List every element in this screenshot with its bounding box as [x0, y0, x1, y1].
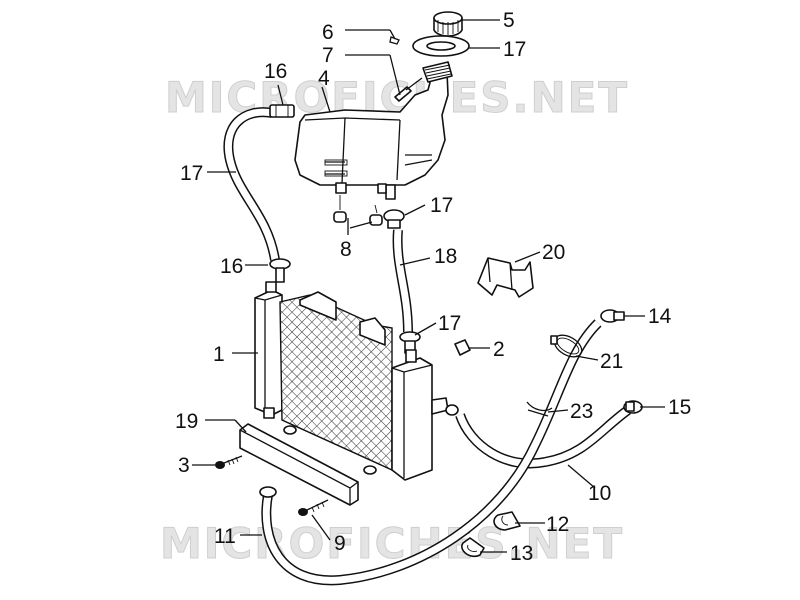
callout-10: 10 — [588, 482, 611, 505]
hose-20 — [392, 229, 413, 333]
bolt-9 — [298, 499, 329, 516]
clamp-25 — [526, 401, 553, 417]
callout-3: 3 — [178, 454, 190, 477]
callout-18: 17 — [180, 162, 203, 185]
callout-6: 6 — [322, 21, 334, 44]
callout-2: 2 — [493, 338, 505, 361]
clamp-24 — [550, 334, 583, 358]
gasket-19 — [412, 35, 470, 57]
callout-4: 4 — [318, 67, 330, 90]
bolt-3 — [215, 455, 243, 469]
radiator-1 — [254, 281, 459, 481]
callout-17-top: 17 — [430, 194, 453, 217]
callout-23: 20 — [542, 241, 565, 264]
hose-11 — [261, 319, 602, 586]
clamp-hose-11 — [259, 486, 277, 498]
callout-17-mid: 17 — [438, 312, 461, 335]
hose-10 — [455, 405, 631, 469]
callout-9: 9 — [334, 532, 346, 555]
callout-16-mid: 16 — [220, 255, 243, 278]
clamp-14 — [600, 309, 625, 323]
cage-nut-2 — [454, 339, 471, 356]
callout-14: 14 — [648, 305, 672, 328]
clip-13 — [461, 537, 485, 558]
expansion-tank-4 — [294, 61, 453, 200]
clamp-16-mid — [269, 258, 291, 283]
callout-25: 23 — [570, 400, 593, 423]
callout-labels: 5 17 6 7 4 16 17 17 8 16 18 20 1 17 2 14… — [175, 9, 691, 565]
cap-5 — [433, 11, 463, 37]
bracket-21 — [239, 423, 359, 506]
bracket-23 — [477, 257, 534, 298]
callout-5: 5 — [503, 9, 515, 32]
callout-24: 21 — [600, 350, 623, 373]
watermark-bottom: MICROFICHES.NET — [160, 519, 624, 568]
callout-11: 11 — [214, 525, 236, 548]
hose-18 — [223, 107, 280, 261]
callout-21: 19 — [175, 410, 198, 433]
leader-lines — [192, 19, 665, 553]
clamp-17-top — [383, 209, 405, 229]
callout-12: 12 — [546, 513, 569, 536]
callout-16-top: 16 — [264, 60, 287, 83]
clip-6 — [389, 36, 400, 45]
callout-8: 8 — [340, 238, 352, 261]
clip-8 — [333, 195, 383, 226]
callout-13: 13 — [510, 542, 533, 565]
callout-20: 18 — [434, 245, 457, 268]
clamp-15 — [623, 400, 643, 414]
callout-19: 17 — [503, 38, 526, 61]
callout-15: 15 — [668, 396, 691, 419]
callout-7: 7 — [322, 44, 334, 67]
callout-1: 1 — [213, 343, 225, 366]
clip-12 — [493, 511, 521, 531]
clamp-16-top — [269, 104, 295, 118]
